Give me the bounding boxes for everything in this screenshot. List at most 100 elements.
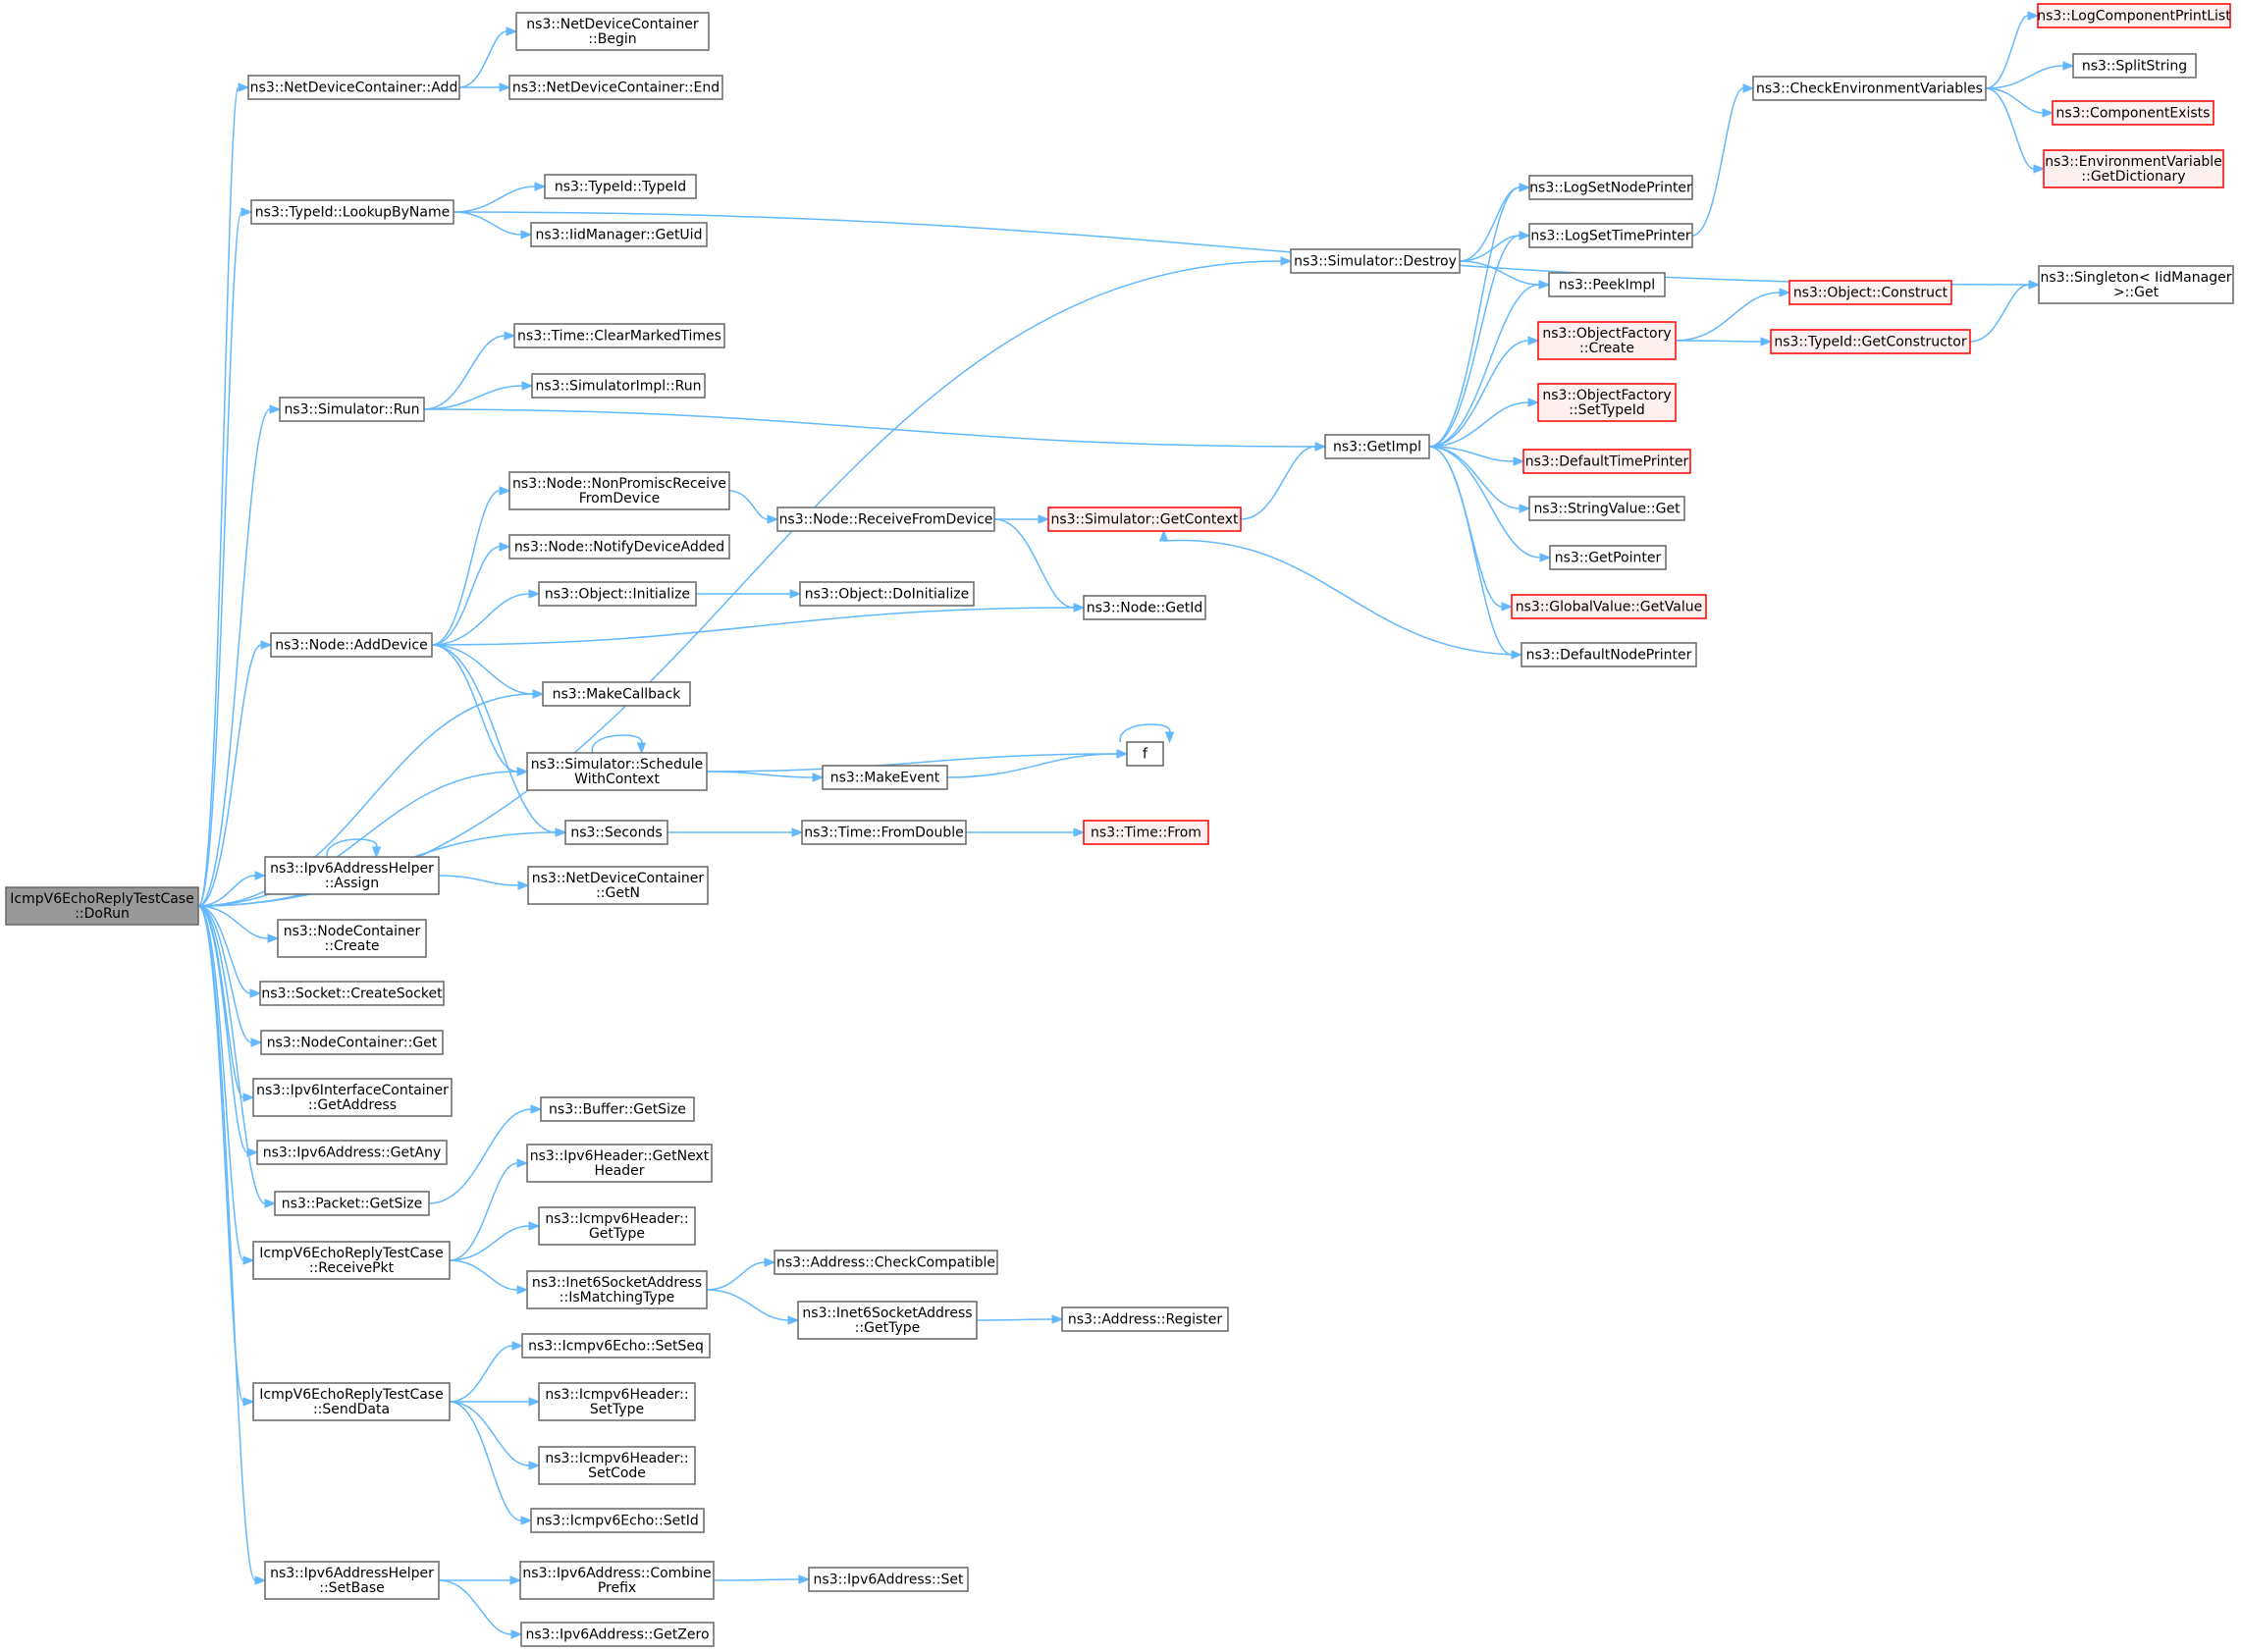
node-label-line: >::Get <box>2113 285 2160 300</box>
node-getpointer[interactable]: ns3::GetPointer <box>1549 545 1667 570</box>
node-ndc-getn[interactable]: ns3::NetDeviceContainer::GetN <box>527 866 709 905</box>
node-label-line: ns3::Ipv6Address::Set <box>814 1572 964 1588</box>
node-defaultnodeprinter[interactable]: ns3::DefaultNodePrinter <box>1521 642 1697 667</box>
node-sim-destroy[interactable]: ns3::Simulator::Destroy <box>1290 248 1461 274</box>
node-box <box>521 1333 711 1359</box>
node-icmp6hdr-settype[interactable]: ns3::Icmpv6Header::SetType <box>538 1382 696 1421</box>
edge-arrowhead <box>1519 504 1531 513</box>
node-objfactory-settypeid[interactable]: ns3::ObjectFactory::SetTypeId <box>1537 383 1677 422</box>
edge-line <box>449 1345 513 1403</box>
node-logcompprint[interactable]: ns3::LogComponentPrintList <box>2037 3 2231 28</box>
edge-line <box>197 875 256 907</box>
node-ipv6addr-getzero[interactable]: ns3::Ipv6Address::GetZero <box>520 1622 715 1647</box>
edge-arrowhead <box>260 640 273 650</box>
node-typeid-typeid[interactable]: ns3::TypeId::TypeId <box>544 174 697 199</box>
node-label-line: ns3::Socket::CreateSocket <box>261 986 443 1002</box>
node-box <box>1083 820 1209 845</box>
node-addr-register[interactable]: ns3::Address::Register <box>1061 1306 1229 1332</box>
node-obj-doinit[interactable]: ns3::Object::DoInitialize <box>799 581 975 607</box>
node-peekimpl[interactable]: ns3::PeekImpl <box>1548 272 1666 297</box>
node-f[interactable]: f <box>1126 741 1164 767</box>
node-globalvalue-getvalue[interactable]: ns3::GlobalValue::GetValue <box>1511 594 1707 619</box>
node-logsetnodeprinter[interactable]: ns3::LogSetNodePrinter <box>1528 175 1693 200</box>
node-ipv6addr-set[interactable]: ns3::Ipv6Address::Set <box>808 1567 969 1592</box>
node-socket-create[interactable]: ns3::Socket::CreateSocket <box>259 981 445 1006</box>
node-getimpl[interactable]: ns3::GetImpl <box>1324 434 1430 459</box>
node-object-construct[interactable]: ns3::Object::Construct <box>1788 280 1952 305</box>
node-node-getid[interactable]: ns3::Node::GetId <box>1083 595 1206 620</box>
node-icmp6hdr-setcode[interactable]: ns3::Icmpv6Header::SetCode <box>538 1446 696 1485</box>
edge-line <box>1428 446 1515 462</box>
node-checkenv[interactable]: ns3::CheckEnvironmentVariables <box>1752 76 1987 101</box>
node-obj-init[interactable]: ns3::Object::Initialize <box>538 581 697 607</box>
node-label-line: ns3::SplitString <box>2082 59 2187 75</box>
edge-arrowhead <box>499 542 511 552</box>
node-ipv6ic-getaddr[interactable]: ns3::Ipv6InterfaceContainer::GetAddress <box>252 1078 453 1117</box>
node-ndc-end[interactable]: ns3::NetDeviceContainer::End <box>508 75 723 100</box>
node-simimpl-run[interactable]: ns3::SimulatorImpl::Run <box>531 373 706 399</box>
node-envvar-getdict[interactable]: ns3::EnvironmentVariable::GetDictionary <box>2043 149 2224 188</box>
node-label-line: ns3::Icmpv6Echo::SetId <box>536 1514 698 1529</box>
node-box <box>2043 149 2224 188</box>
node-box <box>797 1301 978 1340</box>
node-icmp6hdr-gettype[interactable]: ns3::Icmpv6Header::GetType <box>538 1206 696 1246</box>
node-typeid-lookup[interactable]: ns3::TypeId::LookupByName <box>250 199 454 225</box>
node-ipv6helper-setbase[interactable]: ns3::Ipv6AddressHelper::SetBase <box>264 1561 440 1600</box>
node-makecallback[interactable]: ns3::MakeCallback <box>542 681 691 707</box>
node-inet6-gettype[interactable]: ns3::Inet6SocketAddress::GetType <box>797 1301 978 1340</box>
node-root[interactable]: IcmpV6EchoReplyTestCase::DoRun <box>5 886 199 926</box>
node-label-line: ::SetTypeId <box>1569 402 1645 418</box>
edge-senddata-to-icmp6echo-setid <box>449 1401 533 1525</box>
node-icmp6echo-setseq[interactable]: ns3::Icmpv6Echo::SetSeq <box>521 1333 711 1359</box>
node-ndc-begin[interactable]: ns3::NetDeviceContainer::Begin <box>515 12 710 51</box>
node-senddata[interactable]: IcmpV6EchoReplyTestCase::SendData <box>252 1382 451 1421</box>
node-stringvalue-get[interactable]: ns3::StringValue::Get <box>1528 496 1685 521</box>
edge-line <box>1428 340 1529 448</box>
node-label-line: ::GetAddress <box>308 1097 397 1113</box>
node-recvpkt[interactable]: IcmpV6EchoReplyTestCase::ReceivePkt <box>252 1241 451 1280</box>
node-label-line: ns3::DefaultTimePrinter <box>1525 454 1689 470</box>
node-seconds[interactable]: ns3::Seconds <box>564 820 668 845</box>
node-time-clear[interactable]: ns3::Time::ClearMarkedTimes <box>513 323 725 348</box>
node-sim-getcontext[interactable]: ns3::Simulator::GetContext <box>1047 506 1242 532</box>
node-compexists[interactable]: ns3::ComponentExists <box>2052 100 2214 126</box>
node-typeid-getctor[interactable]: ns3::TypeId::GetConstructor <box>1770 329 1971 354</box>
node-nodec-create[interactable]: ns3::NodeContainer::Create <box>277 919 427 958</box>
node-logsettimeprinter[interactable]: ns3::LogSetTimePrinter <box>1528 223 1693 248</box>
node-label-line: Header <box>595 1163 645 1179</box>
node-box <box>252 1241 451 1280</box>
node-singleton-get[interactable]: ns3::Singleton< IidManager >::Get <box>2038 265 2234 304</box>
node-box <box>1522 449 1691 474</box>
node-objfactory-create[interactable]: ns3::ObjectFactory::Create <box>1537 321 1677 360</box>
node-time-fromdouble[interactable]: ns3::Time::FromDouble <box>801 820 967 845</box>
node-node-notify[interactable]: ns3::Node::NotifyDeviceAdded <box>508 534 730 560</box>
node-label-line: ns3::IidManager::GetUid <box>536 228 703 243</box>
node-ipv6addr-getany[interactable]: ns3::Ipv6Address::GetAny <box>256 1140 448 1165</box>
node-node-adddevice[interactable]: ns3::Node::AddDevice <box>270 632 433 658</box>
node-icmp6echo-setid[interactable]: ns3::Icmpv6Echo::SetId <box>530 1508 705 1533</box>
node-packet-getsize[interactable]: ns3::Packet::GetSize <box>274 1191 430 1216</box>
node-ipv6helper-assign[interactable]: ns3::Ipv6AddressHelper::Assign <box>264 856 440 895</box>
node-sim-run[interactable]: ns3::Simulator::Run <box>279 397 425 422</box>
node-addr-checkcompat[interactable]: ns3::Address::CheckCompatible <box>774 1250 998 1275</box>
node-box <box>544 174 697 199</box>
node-iid-getuid[interactable]: ns3::IidManager::GetUid <box>530 222 708 247</box>
node-inet6-ismatch[interactable]: ns3::Inet6SocketAddress::IsMatchingType <box>526 1270 708 1309</box>
node-label-line: ns3::GlobalValue::GetValue <box>1516 600 1702 615</box>
edge-root-to-socket-create <box>197 905 262 998</box>
node-box <box>808 1567 969 1592</box>
node-buffer-getsize[interactable]: ns3::Buffer::GetSize <box>540 1096 695 1122</box>
node-makeevent[interactable]: ns3::MakeEvent <box>822 765 948 790</box>
node-time-from[interactable]: ns3::Time::From <box>1083 820 1209 845</box>
node-nodec-get[interactable]: ns3::NodeContainer::Get <box>260 1030 444 1055</box>
node-defaulttimeprinter[interactable]: ns3::DefaultTimePrinter <box>1522 449 1691 474</box>
node-ndc-add[interactable]: ns3::NetDeviceContainer::Add <box>247 75 460 100</box>
node-label-line: ns3::Node::GetId <box>1087 601 1202 616</box>
node-splitstring[interactable]: ns3::SplitString <box>2072 53 2197 79</box>
node-box <box>564 820 668 845</box>
node-node-recvfrom[interactable]: ns3::Node::ReceiveFromDevice <box>776 506 995 532</box>
